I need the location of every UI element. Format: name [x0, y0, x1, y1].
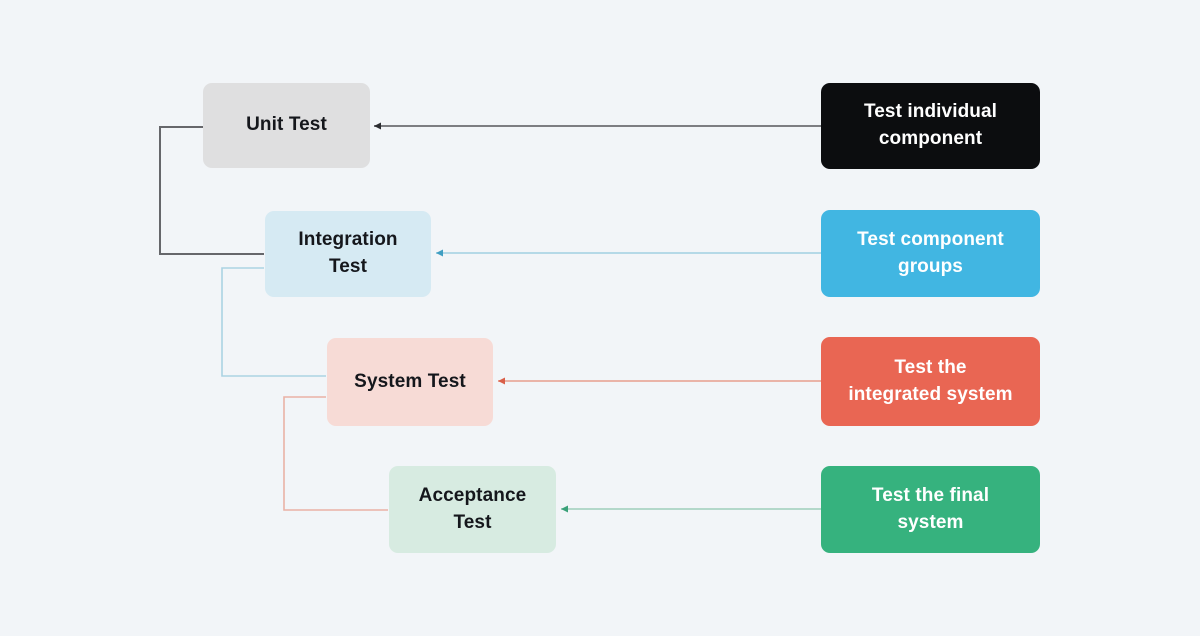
node-unit-test-description-label: Test individual component	[863, 101, 998, 149]
node-system-test-label: System Test	[354, 370, 466, 392]
node-acceptance-test-description: Test the final system	[821, 466, 1040, 553]
node-unit-test-description: Test individual component	[821, 83, 1040, 169]
node-integration-test-label: Integration Test	[298, 229, 398, 277]
node-integration-test: Integration Test	[265, 211, 431, 297]
node-unit-test-label: Unit Test	[246, 114, 327, 136]
node-system-test-description-label: Test the integrated system	[848, 356, 1013, 405]
node-system-test: System Test	[327, 338, 493, 426]
node-system-test-description: Test the integrated system	[821, 337, 1040, 426]
node-acceptance-test-description-label: Test the final system	[871, 484, 990, 533]
node-unit-test: Unit Test	[203, 83, 370, 168]
node-acceptance-test: Acceptance Test	[389, 466, 556, 553]
node-integration-test-description-label: Test component groups	[857, 228, 1004, 277]
node-acceptance-test-label: Acceptance Test	[418, 484, 527, 533]
node-integration-test-description: Test component groups	[821, 210, 1040, 297]
